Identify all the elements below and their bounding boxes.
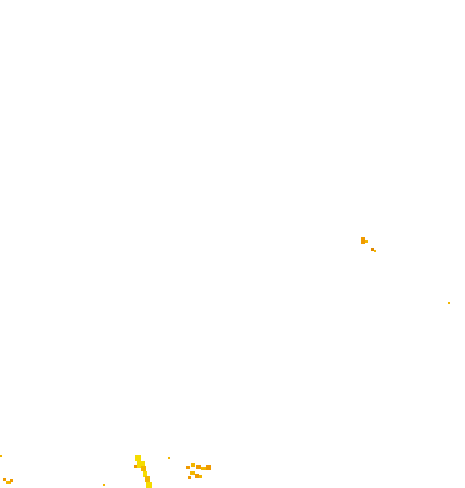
patch-cluster-bottom-left xyxy=(0,455,13,484)
heat-speck xyxy=(10,479,13,482)
heat-patch xyxy=(134,465,137,468)
heat-speck xyxy=(3,478,6,481)
heat-patch xyxy=(206,465,211,470)
patch-cluster-bottom-right xyxy=(168,457,211,479)
heat-patch xyxy=(361,237,365,244)
heat-patch xyxy=(195,474,199,478)
heat-patch xyxy=(135,455,141,461)
heat-patch xyxy=(146,482,152,488)
heat-patch xyxy=(141,466,146,471)
patch-cluster-bottom-center xyxy=(103,455,152,488)
heat-patch xyxy=(191,463,195,467)
heat-patch xyxy=(137,461,145,468)
patch-cluster-upper-right xyxy=(361,237,376,252)
heat-speck xyxy=(0,455,2,457)
heat-patch xyxy=(371,248,374,251)
heat-speck xyxy=(6,481,11,484)
heat-patch xyxy=(199,475,202,478)
heat-patch xyxy=(201,467,206,470)
heat-patch xyxy=(188,476,191,479)
heat-patch xyxy=(365,240,368,243)
heat-patch xyxy=(143,471,147,477)
heat-patch xyxy=(190,471,195,475)
heat-speck xyxy=(103,484,105,486)
heat-speck xyxy=(448,302,450,304)
heat-patch xyxy=(196,465,201,469)
heat-patch xyxy=(186,466,190,469)
heat-patch xyxy=(374,250,376,252)
heat-patch xyxy=(145,476,150,482)
heat-speck xyxy=(168,457,170,459)
